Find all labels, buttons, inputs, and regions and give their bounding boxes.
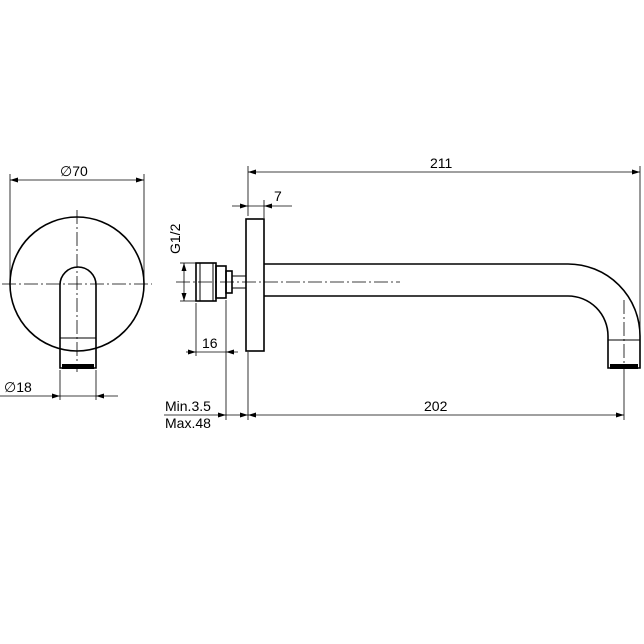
- dim211-arrow-left: [248, 169, 256, 175]
- thread-length-label: 16: [202, 335, 218, 351]
- spout-side-outline: [264, 263, 641, 369]
- flange-thickness-label: 7: [274, 188, 282, 204]
- wall-flange: [245, 218, 265, 352]
- thread-label: G1/2: [167, 223, 183, 254]
- wall-arrow-right: [240, 412, 248, 418]
- thread-arrow-top: [181, 263, 187, 271]
- dim18-arrow-left: [52, 393, 60, 399]
- spout-front-outlet: [62, 364, 94, 369]
- spout-diameter-label: ∅18: [4, 379, 32, 395]
- side-view: 211 7 G1/2 16 Min.3.5 Max.48 202: [164, 155, 641, 431]
- flange-diameter-label: ∅70: [60, 163, 88, 179]
- dim18-arrow-right: [96, 393, 104, 399]
- dim70-arrow-right: [136, 177, 144, 183]
- wall-min-label: Min.3.5: [165, 398, 211, 414]
- dim16-arrow-right: [226, 349, 234, 355]
- dim70-arrow-left: [10, 177, 18, 183]
- overall-length-label: 211: [430, 155, 453, 171]
- spout-front-outline: [59, 266, 97, 369]
- dim202-arrow-right: [616, 412, 624, 418]
- wall-arrow-left: [218, 412, 226, 418]
- front-view: ∅70 ∅18: [0, 163, 152, 400]
- dim7-arrow-left: [240, 203, 248, 209]
- dim211-arrow-right: [632, 169, 640, 175]
- dim16-arrow-left: [188, 349, 196, 355]
- dim7-arrow-right: [264, 203, 272, 209]
- spout-length-label: 202: [424, 398, 448, 414]
- dim202-arrow-left: [248, 412, 256, 418]
- wall-max-label: Max.48: [165, 415, 211, 431]
- thread-arrow-bottom: [181, 293, 187, 301]
